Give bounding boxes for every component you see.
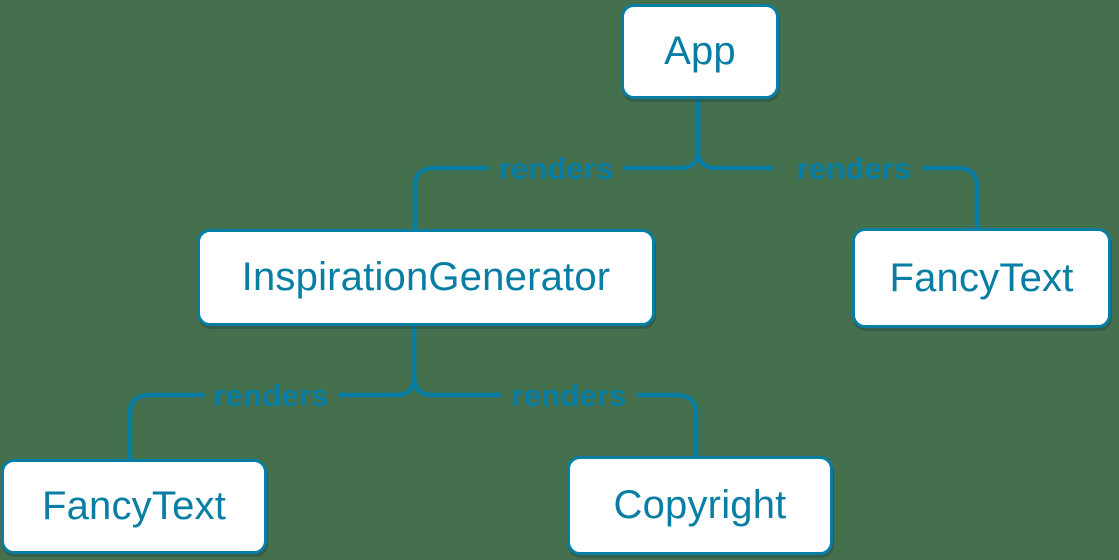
edge-app-inspirationgenerator [622,91,701,171]
edge-inspirationgenerator-copyright-2 [636,392,699,463]
edge-app-inspirationgenerator-2 [412,165,490,236]
edge-label-renders: renders [507,378,631,414]
edge-label-renders: renders [792,151,916,187]
edge-inspirationgenerator-fancytext-2 [127,392,206,466]
node-copyright: Copyright [567,456,833,555]
node-fancy-text-bottom-label: FancyText [41,484,227,528]
edge-app-fancytext [695,91,775,171]
edge-inspirationgenerator-copyright [411,319,502,398]
edge-label-renders: renders [494,151,618,187]
node-fancy-text-bottom: FancyText [1,459,267,554]
node-copyright-label: Copyright [613,483,787,527]
edge-inspirationgenerator-fancytext [337,319,417,398]
node-app: App [621,4,779,99]
node-inspiration-generator: InspirationGenerator [197,229,655,326]
node-app-label: App [664,29,736,73]
node-fancy-text-top-label: FancyText [889,255,1074,300]
node-inspiration-generator-label: InspirationGenerator [241,255,611,299]
edge-label-renders: renders [209,378,333,414]
node-fancy-text-top: FancyText [852,228,1111,328]
edge-app-fancytext-2 [921,165,980,235]
